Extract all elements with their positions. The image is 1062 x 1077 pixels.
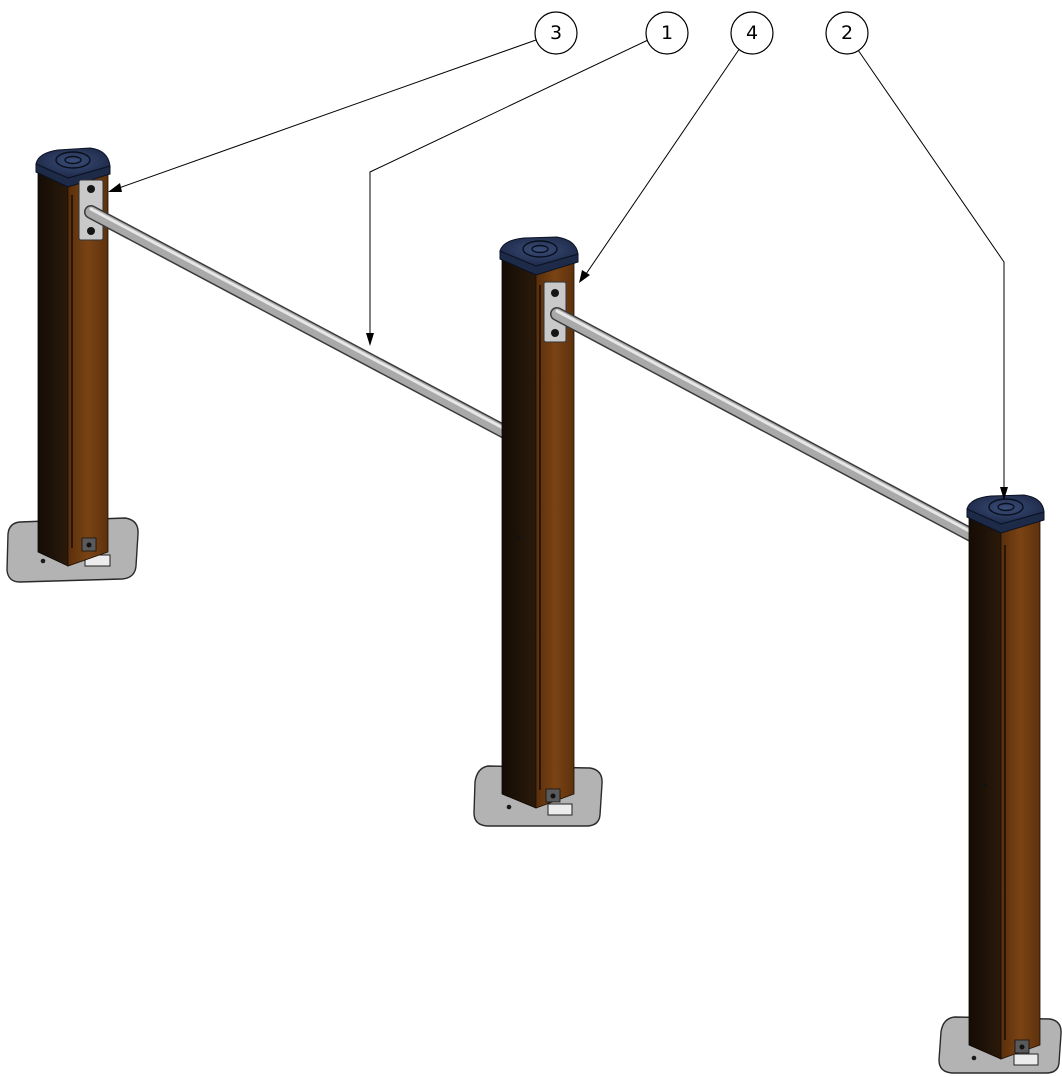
- middle-cap-ring: [522, 240, 558, 258]
- left-post: [6, 147, 139, 583]
- rail-right: [550, 307, 982, 544]
- left-anchor-bolt: [86, 542, 92, 548]
- leader-lines: [108, 39, 1008, 500]
- left-plate-hole: [40, 558, 46, 564]
- balloon-4-label: 4: [746, 22, 758, 44]
- right-plate-hole: [971, 1055, 977, 1061]
- right-cap-ring: [988, 498, 1024, 516]
- balloon-3-label: 3: [550, 22, 562, 44]
- leader-2: [857, 49, 1005, 488]
- right-cap-top: [966, 494, 1045, 525]
- middle-cap-top: [499, 236, 579, 267]
- balloon-3: 3: [534, 11, 578, 55]
- balloon-2: 2: [825, 11, 869, 55]
- balloon-4-circle: [730, 11, 774, 55]
- left-cap-ring: [55, 151, 91, 169]
- middle-anchor-bolt: [550, 793, 556, 799]
- right-post: [938, 494, 1062, 1074]
- balloon-2-circle: [825, 11, 869, 55]
- leader-1: [369, 39, 649, 334]
- rail-left: [84, 205, 512, 439]
- middle-bracket-hole-bottom: [551, 329, 559, 337]
- balloon-1-label: 1: [661, 22, 673, 44]
- right-post-pin-hole: [983, 783, 987, 787]
- balloon-3-circle: [534, 11, 578, 55]
- leader-3-arrowhead: [108, 183, 122, 192]
- leader-4: [585, 47, 741, 275]
- leader-2-arrowhead: [1000, 487, 1008, 500]
- left-bracket-hole-top: [87, 185, 95, 193]
- middle-post-side-face: [501, 255, 537, 809]
- middle-cap-inner-ring: [531, 244, 549, 254]
- right-cap-inner-ring: [997, 502, 1015, 512]
- leader-4-arrowhead: [579, 270, 590, 283]
- middle-post: [473, 236, 603, 827]
- middle-plate-hole: [506, 804, 512, 810]
- balloon-1-circle: [645, 11, 689, 55]
- balloon-2-label: 2: [841, 22, 853, 44]
- right-anchor-bolt: [1019, 1044, 1025, 1050]
- leader-3: [115, 39, 537, 190]
- left-cap-inner-ring: [64, 155, 82, 165]
- balloon-4: 4: [730, 11, 774, 55]
- middle-bracket-hole-top: [551, 289, 559, 297]
- right-anchor-box: [1013, 1053, 1039, 1066]
- middle-anchor-box: [547, 803, 573, 816]
- balloon-1: 1: [645, 11, 689, 55]
- middle-post-pin-hole: [516, 535, 520, 539]
- leader-1-arrowhead: [366, 333, 374, 346]
- right-post-front-face: [1000, 517, 1041, 1060]
- left-bracket-hole-bottom: [87, 227, 95, 235]
- left-post-side-face: [37, 169, 69, 567]
